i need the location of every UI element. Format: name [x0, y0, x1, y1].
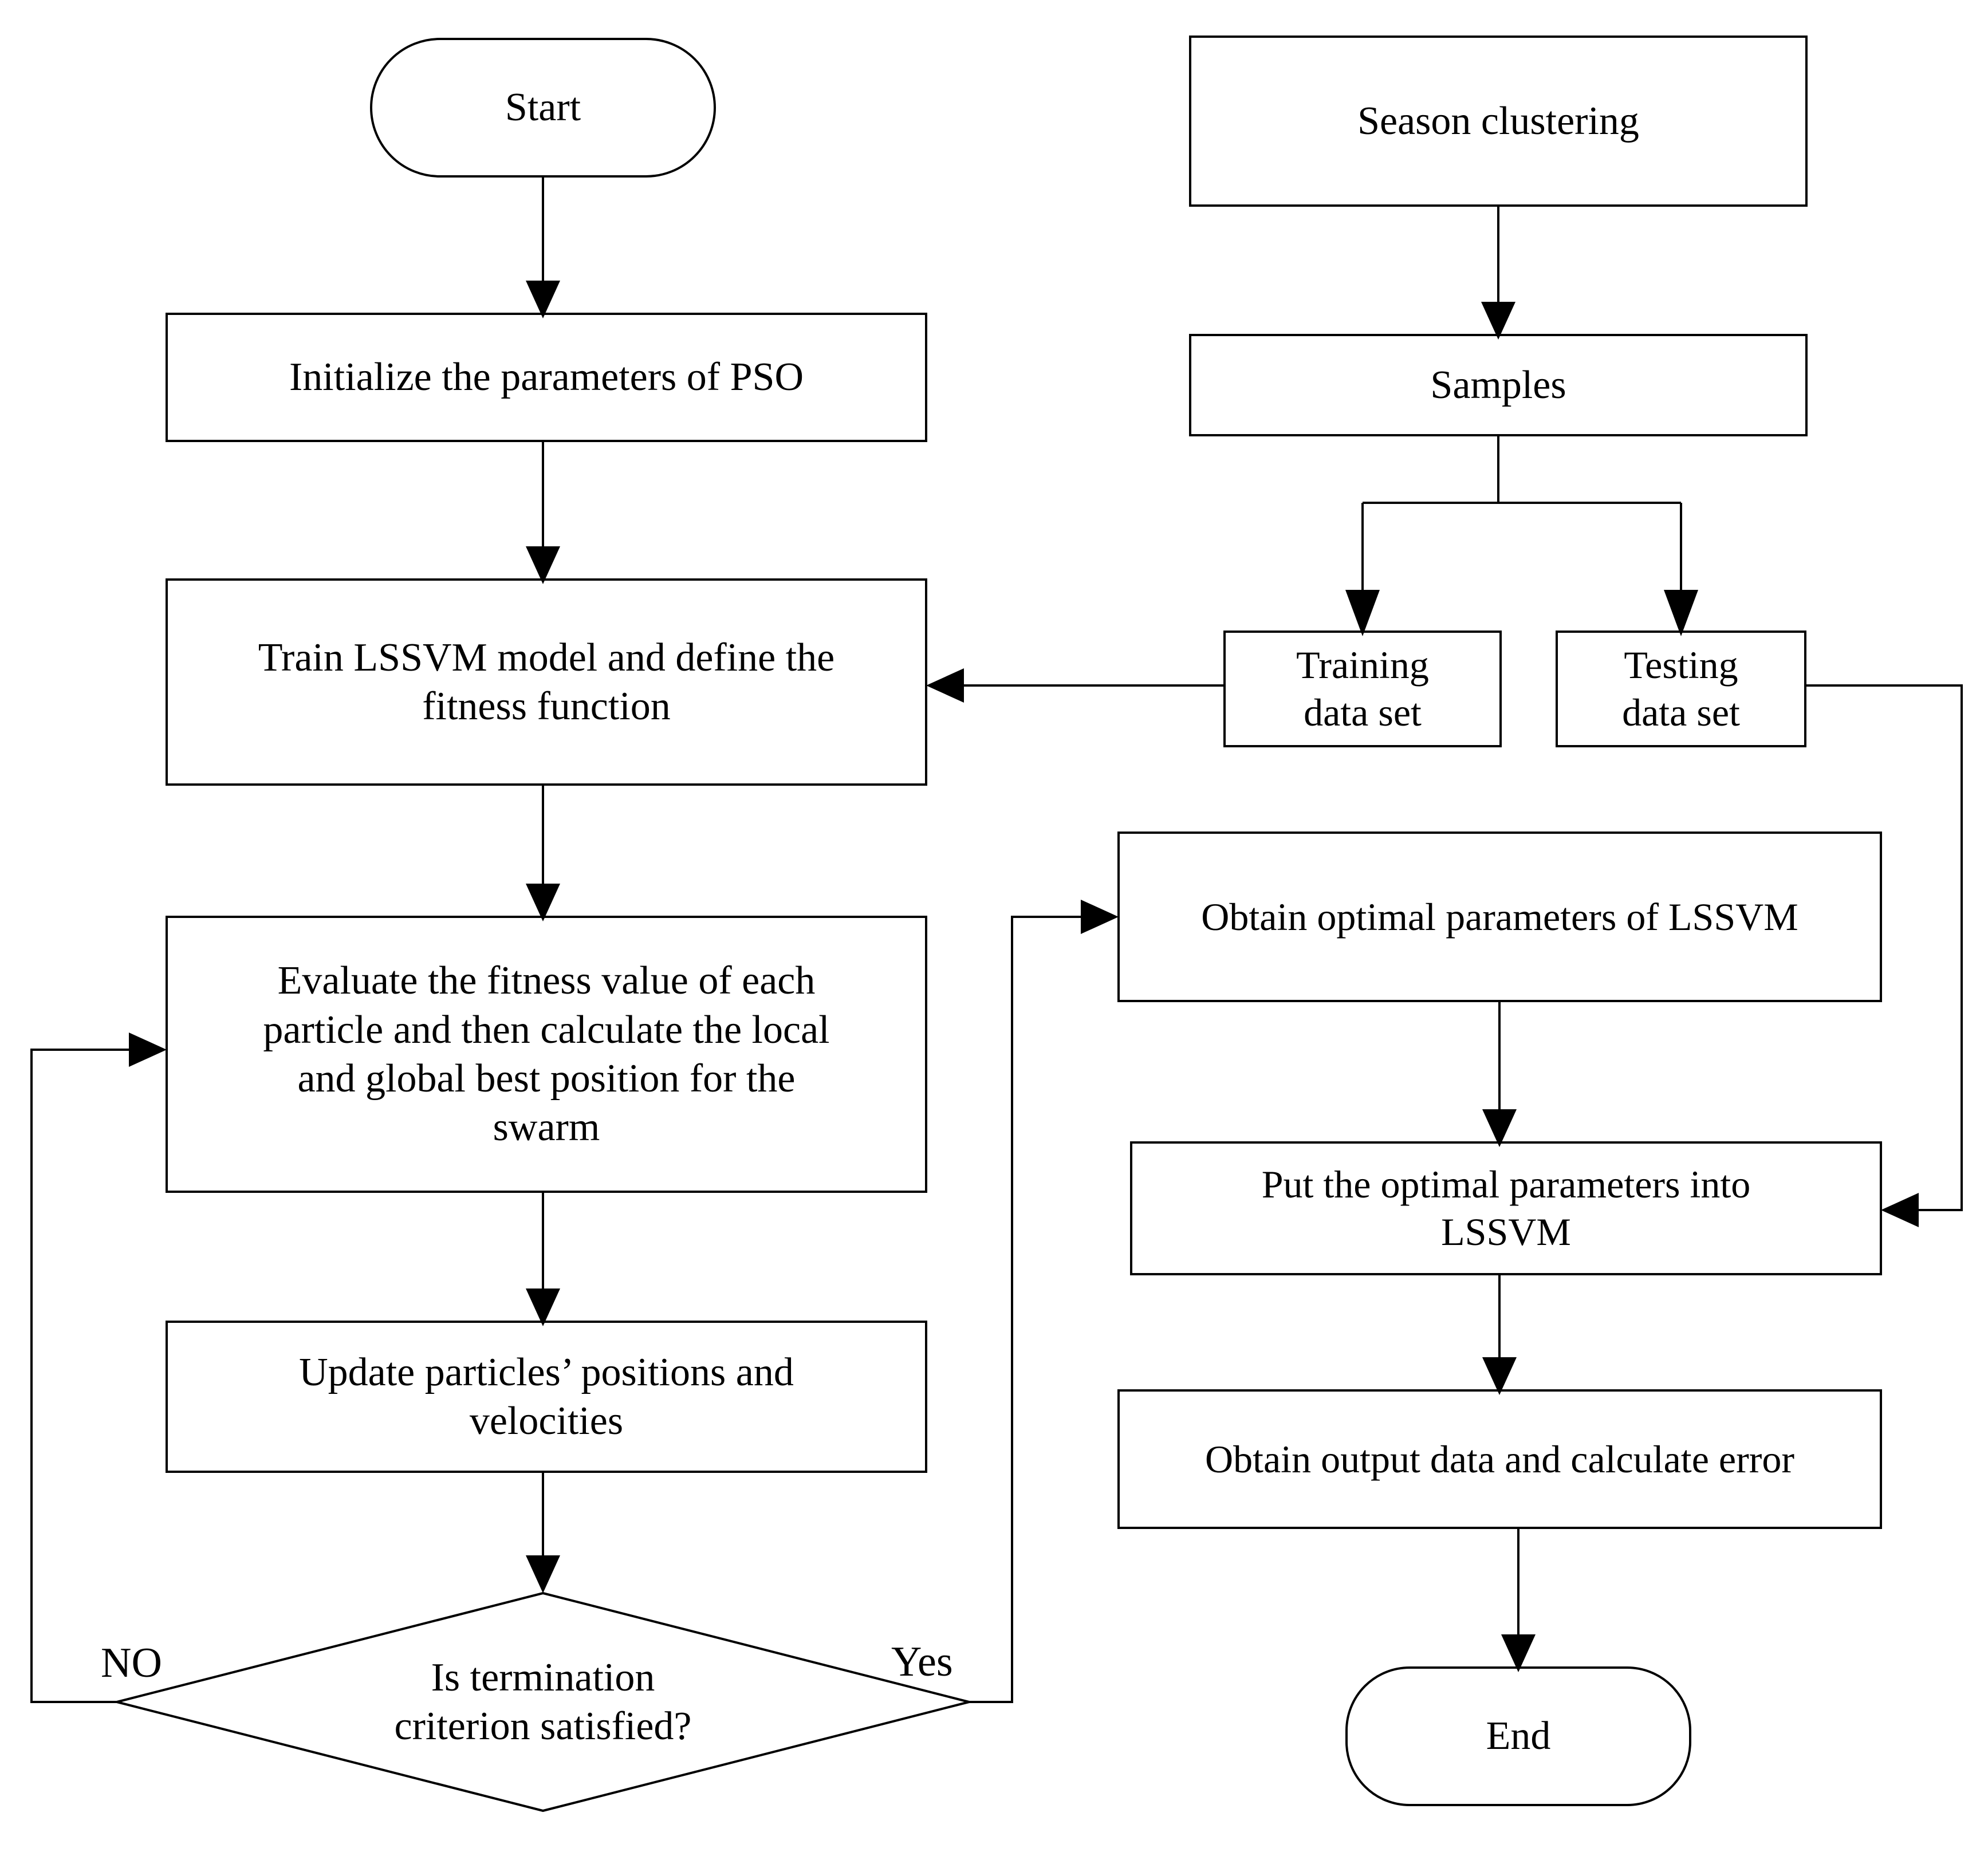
node-train-lssvm-shape[interactable]: [166, 578, 927, 786]
arrowhead-train-lssvm-right: [926, 668, 964, 703]
node-end-shape[interactable]: [1345, 1666, 1691, 1806]
node-init-pso-shape[interactable]: [166, 313, 927, 442]
edge-label-yes: Yes: [891, 1638, 953, 1685]
arrowhead-update: [526, 1288, 560, 1326]
arrowhead-testing: [1664, 590, 1698, 636]
edge-samples-split-bus: [1361, 435, 1682, 596]
node-obtain-out-shape[interactable]: [1117, 1389, 1882, 1529]
node-evaluate-shape[interactable]: [166, 916, 927, 1193]
arrowhead-obtain-out: [1482, 1357, 1517, 1395]
node-testing-shape[interactable]: [1556, 631, 1806, 747]
arrowhead-end: [1501, 1634, 1536, 1672]
arrowhead-evaluate-left: [129, 1033, 167, 1067]
edge-decision-yes-to-obtain-param: [969, 916, 1091, 1703]
arrowhead-samples: [1481, 302, 1515, 340]
arrowhead-put-param-top: [1482, 1109, 1517, 1147]
node-put-param-shape[interactable]: [1130, 1141, 1882, 1275]
arrowhead-train-lssvm: [526, 546, 560, 584]
node-start-shape[interactable]: [370, 38, 716, 178]
arrowhead-evaluate-top: [526, 884, 560, 921]
node-update-shape[interactable]: [166, 1321, 927, 1473]
edge-decision-no-to-evaluate: [30, 1049, 140, 1703]
arrowhead-training: [1345, 590, 1380, 636]
node-season-shape[interactable]: [1189, 36, 1808, 207]
node-training-shape[interactable]: [1223, 631, 1502, 747]
edge-label-no: NO: [101, 1640, 162, 1686]
arrowhead-decision: [526, 1555, 560, 1593]
node-obtain-param-shape[interactable]: [1117, 832, 1882, 1002]
node-samples-shape[interactable]: [1189, 334, 1808, 436]
arrowhead-init-pso: [526, 281, 560, 318]
node-decision-shape[interactable]: [116, 1591, 970, 1812]
edge-testing-to-put-param: [1805, 684, 1963, 1211]
arrowhead-obtain-param-left: [1081, 900, 1119, 934]
arrowhead-put-param-right: [1881, 1193, 1919, 1227]
